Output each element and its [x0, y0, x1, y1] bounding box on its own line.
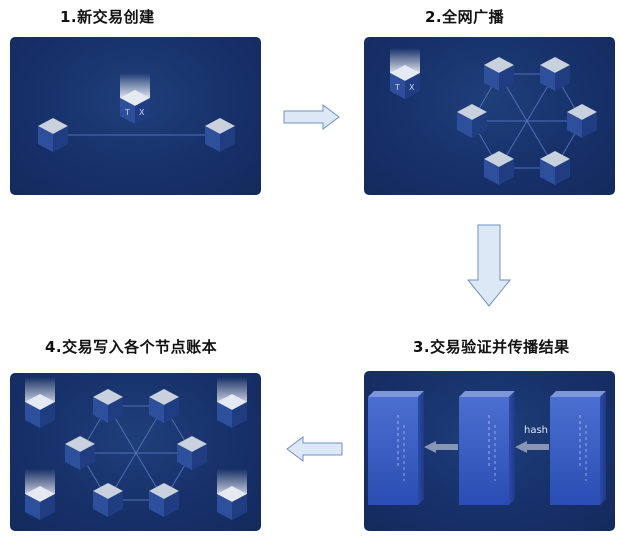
- network-lines: [79, 405, 193, 501]
- node-cube: [149, 389, 179, 423]
- node-cube: [149, 483, 179, 517]
- panel1-graphic: T X: [38, 73, 235, 152]
- arrow-down: [466, 224, 512, 307]
- ledger-cube-glow: [217, 469, 247, 520]
- ledger-cube-glow: [25, 377, 55, 428]
- ledger-block: [550, 391, 606, 505]
- step2-title: 2.全网广播: [425, 8, 505, 26]
- node-cube: [484, 57, 514, 91]
- tx-cube: T X: [120, 73, 150, 124]
- tx-letter-t: T: [124, 108, 130, 117]
- node-cube: [177, 436, 207, 470]
- tx-letter-x: X: [409, 83, 415, 92]
- step3-title: 3.交易验证并传播结果: [413, 338, 570, 356]
- node-cube: [205, 118, 235, 152]
- hash-link-arrow: [424, 441, 458, 453]
- node-cube: [457, 104, 487, 138]
- step1-title: 1.新交易创建: [60, 8, 155, 26]
- panel-network-broadcast: T X: [364, 37, 615, 195]
- panel-verification-propagation: hash: [364, 371, 615, 531]
- node-cube: [540, 57, 570, 91]
- node-cube: [65, 436, 95, 470]
- ledger-cube-glow: [217, 377, 247, 428]
- arrow-left: [286, 436, 343, 462]
- panel-transaction-creation: T X: [10, 37, 261, 195]
- panel2-graphic: T X: [390, 48, 597, 185]
- panel3-graphic: [368, 391, 606, 505]
- node-cube: [567, 104, 597, 138]
- node-cube: [540, 151, 570, 185]
- ledger-cube-glow: [25, 469, 55, 520]
- node-cube: [93, 389, 123, 423]
- node-cube: [484, 151, 514, 185]
- step4-title: 4.交易写入各个节点账本: [45, 338, 218, 356]
- ledger-block: [459, 391, 515, 505]
- hash-link-arrow: [515, 441, 549, 453]
- tx-cube: T X: [390, 48, 420, 99]
- panel-ledger-written: [10, 373, 261, 531]
- tx-letter-t: T: [394, 83, 400, 92]
- arrow-right: [283, 104, 340, 130]
- node-cube: [38, 118, 68, 152]
- node-cube: [93, 483, 123, 517]
- hash-label: hash: [524, 425, 549, 436]
- ledger-block: [368, 391, 424, 505]
- panel4-graphic: [25, 377, 247, 520]
- network-lines: [471, 73, 583, 169]
- tx-letter-x: X: [139, 108, 145, 117]
